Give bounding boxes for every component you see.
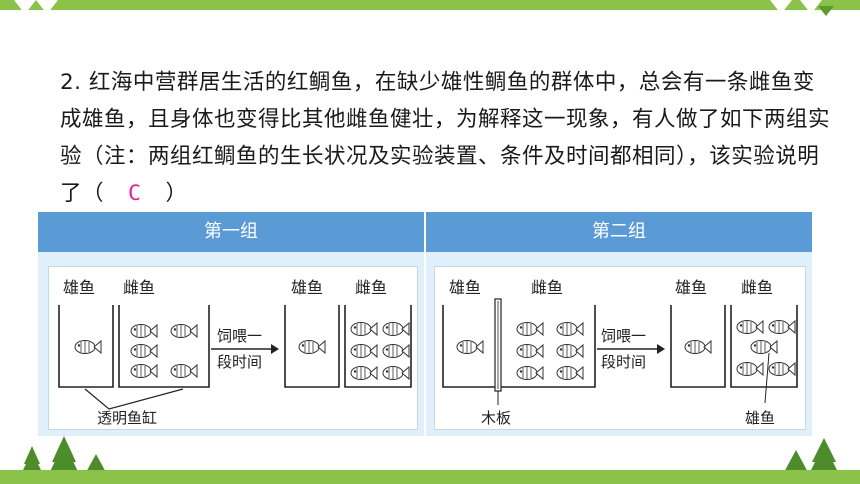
g1-after-tank-female [344, 305, 412, 388]
top-decor-bar [0, 0, 860, 10]
g2-after-female-label: 雌鱼 [741, 278, 773, 297]
g2-new-male-pointer [764, 352, 770, 404]
fish-icon [382, 322, 410, 336]
g1-arrow-label-1: 饲喂一 [217, 327, 262, 345]
question-close-paren: ） [165, 181, 188, 206]
fish-icon [456, 340, 484, 354]
fish-icon [768, 320, 796, 334]
fish-icon [170, 324, 198, 338]
fish-icon [298, 340, 326, 354]
group-2-diagram: 雄鱼 雌鱼 木板 饲喂一 段时间 雄鱼 雌鱼 [434, 266, 806, 430]
header-group-2: 第二组 [426, 212, 812, 252]
fish-icon [74, 340, 102, 354]
g2-new-male-label: 雄鱼 [745, 409, 775, 427]
fish-icon [516, 322, 544, 336]
fish-icon [350, 366, 378, 380]
fish-icon [130, 324, 158, 338]
g1-tank-female [118, 305, 210, 388]
g2-arrow-label-1: 饲喂一 [601, 327, 646, 345]
fish-icon [130, 364, 158, 378]
g2-after-tank-female [730, 305, 798, 388]
tree-icon [782, 450, 810, 476]
fish-icon [130, 344, 158, 358]
group-1-svg: 雄鱼 雌鱼 饲喂一 段时间 雄鱼 雌鱼 [58, 278, 412, 427]
top-decor-triangle [800, 0, 822, 14]
g2-male-label: 雄鱼 [449, 278, 481, 297]
header-group-1: 第一组 [38, 212, 424, 252]
g2-female-label: 雌鱼 [531, 278, 563, 297]
g2-after-tank-male [670, 305, 726, 388]
fish-icon [556, 344, 584, 358]
fish-icon [350, 344, 378, 358]
arrow-head-icon [657, 344, 665, 354]
g1-after-male-label: 雄鱼 [291, 278, 323, 297]
fish-icon [382, 344, 410, 358]
g2-arrow-label-2: 段时间 [601, 353, 646, 371]
g1-arrow-label-2: 段时间 [217, 353, 262, 371]
tree-icon [52, 436, 76, 462]
column-divider [424, 212, 426, 436]
fish-icon [736, 320, 764, 334]
tree-icon [24, 446, 40, 464]
g2-after-male-label: 雄鱼 [675, 278, 707, 297]
new-male-fish-icon [750, 340, 778, 354]
g1-tank-male [58, 305, 114, 388]
fish-icon [556, 322, 584, 336]
fish-icon [768, 362, 796, 376]
g1-tank-bracket [84, 388, 184, 410]
top-decor-triangle [36, 0, 58, 14]
tree-icon [812, 438, 836, 462]
g2-board-label: 木板 [481, 409, 511, 427]
g1-after-tank-male [284, 305, 340, 388]
experiment-table: 第一组 第二组 雄鱼 雌鱼 [38, 212, 812, 436]
group-1-diagram: 雄鱼 雌鱼 饲喂一 段时间 雄鱼 雌鱼 [48, 266, 418, 430]
g2-tank [442, 305, 596, 388]
bottom-decor-bar [0, 470, 860, 484]
group-2-svg: 雄鱼 雌鱼 木板 饲喂一 段时间 雄鱼 雌鱼 [442, 278, 798, 427]
bottom-forest-decoration [20, 436, 840, 482]
fish-icon [382, 366, 410, 380]
arrow-head-icon [271, 344, 279, 354]
fish-icon [736, 362, 764, 376]
fish-icon [556, 366, 584, 380]
top-decor-triangle [14, 0, 36, 14]
g1-male-label: 雄鱼 [63, 278, 95, 297]
g1-tank-label: 透明鱼缸 [97, 409, 157, 427]
fish-icon [170, 364, 198, 378]
fish-icon [516, 344, 544, 358]
fish-icon [684, 340, 712, 354]
top-decor-triangle [770, 0, 792, 14]
fish-icon [350, 322, 378, 336]
question-text: 2. 红海中营群居生活的红鲷鱼，在缺少雄性鲷鱼的群体中，总会有一条雌鱼变成雄鱼，… [60, 64, 830, 212]
fish-icon [516, 366, 544, 380]
question-body: 2. 红海中营群居生活的红鲷鱼，在缺少雄性鲷鱼的群体中，总会有一条雌鱼变成雄鱼，… [60, 70, 831, 206]
g1-after-female-label: 雌鱼 [355, 278, 387, 297]
answer-choice: C [128, 181, 142, 206]
top-decor-triangle [818, 6, 834, 16]
g1-female-label: 雌鱼 [123, 278, 155, 297]
